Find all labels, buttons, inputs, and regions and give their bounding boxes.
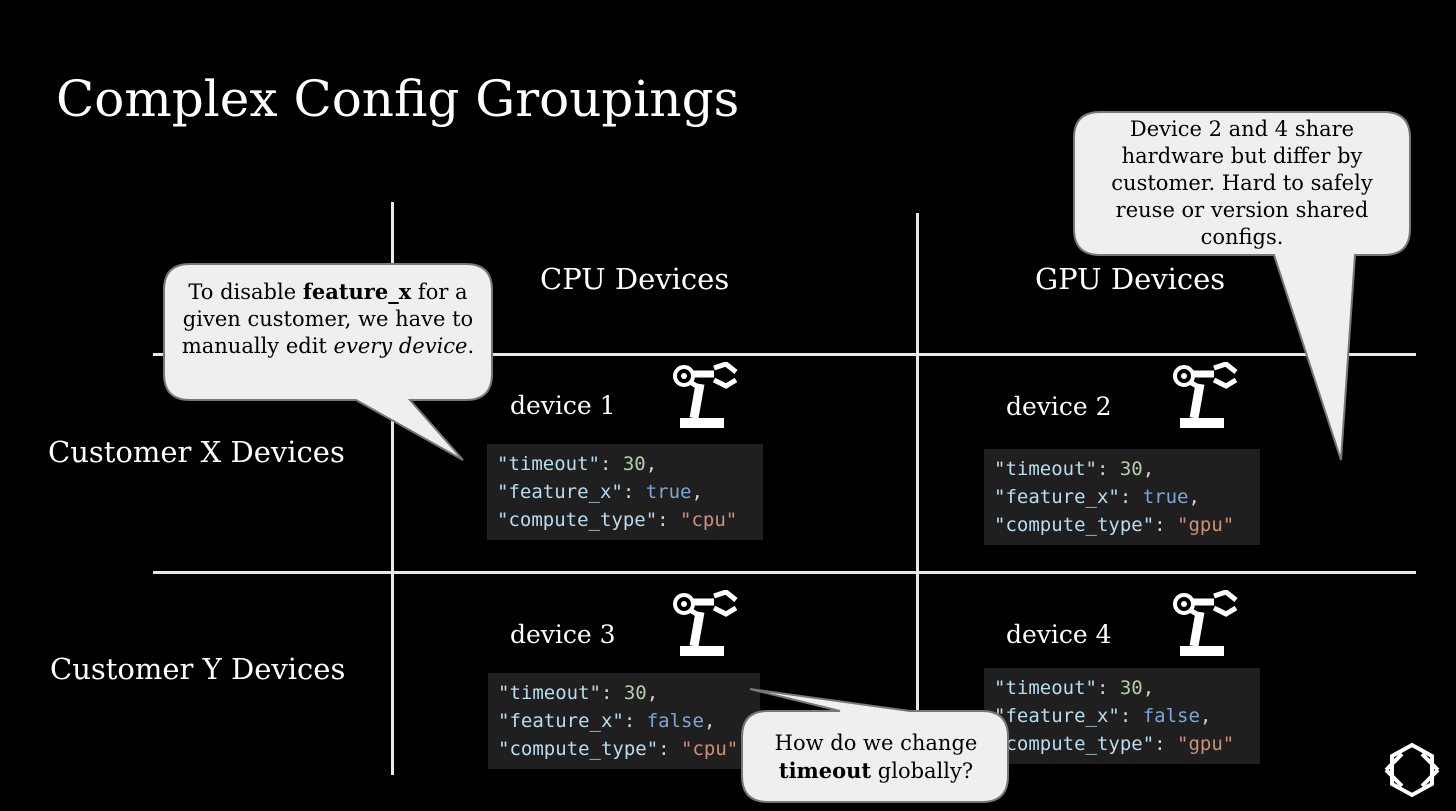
device-2-config: "timeout": 30, "feature_x": true, "compu… — [984, 449, 1260, 545]
config-key: "timeout" — [498, 682, 601, 704]
config-value: 30 — [622, 453, 646, 475]
config-key: "compute_type" — [994, 733, 1155, 755]
config-value: 30 — [623, 682, 647, 704]
grid-line-horizontal-mid — [153, 571, 1416, 574]
column-header-gpu: GPU Devices — [1035, 262, 1226, 296]
grid-line-horizontal-top — [153, 353, 1416, 356]
callout-shared-hardware: Device 2 and 4 share hardware but differ… — [1111, 117, 1373, 249]
device-3-label: device 3 — [510, 620, 616, 649]
config-key: "timeout" — [994, 677, 1097, 699]
config-key: "compute_type" — [498, 738, 659, 760]
config-key: "compute_type" — [994, 514, 1155, 536]
device-2-label: device 2 — [1006, 392, 1112, 421]
device-1-config: "timeout": 30, "feature_x": true, "compu… — [487, 444, 763, 540]
config-value: "gpu" — [1177, 733, 1235, 755]
logo-icon — [1384, 742, 1440, 798]
config-value: "cpu" — [681, 738, 739, 760]
robot-arm-icon — [673, 362, 738, 428]
column-header-cpu: CPU Devices — [540, 262, 730, 296]
device-3-config: "timeout": 30, "feature_x": false, "comp… — [488, 673, 760, 769]
device-4-label: device 4 — [1006, 620, 1112, 649]
grid-line-vertical-left — [391, 202, 394, 775]
row-header-customer-x: Customer X Devices — [48, 435, 345, 469]
grid-line-vertical-mid — [916, 213, 919, 778]
config-key: "timeout" — [497, 453, 600, 475]
config-key: "timeout" — [994, 458, 1097, 480]
config-value: 30 — [1119, 677, 1143, 699]
config-value: "gpu" — [1177, 514, 1235, 536]
config-key: "feature_x" — [994, 486, 1120, 508]
config-key: "feature_x" — [497, 481, 623, 503]
config-value: false — [646, 710, 704, 732]
robot-arm-icon — [673, 590, 738, 656]
callout-timeout: How do we change timeout globally? — [774, 731, 978, 783]
config-key: "feature_x" — [994, 705, 1120, 727]
slide-title: Complex Config Groupings — [56, 70, 740, 128]
config-value: "cpu" — [680, 509, 738, 531]
device-1-label: device 1 — [510, 391, 616, 420]
robot-arm-icon — [1173, 362, 1238, 428]
config-value: false — [1142, 705, 1200, 727]
config-value: 30 — [1119, 458, 1143, 480]
config-key: "compute_type" — [497, 509, 658, 531]
config-key: "feature_x" — [498, 710, 624, 732]
row-header-customer-y: Customer Y Devices — [50, 652, 346, 686]
robot-arm-icon — [1173, 590, 1238, 656]
config-value: true — [645, 481, 692, 503]
callout-feature-x: To disable feature_x for a given custome… — [181, 279, 475, 358]
config-value: true — [1142, 486, 1189, 508]
device-4-config: "timeout": 30, "feature_x": false, "comp… — [984, 668, 1260, 764]
